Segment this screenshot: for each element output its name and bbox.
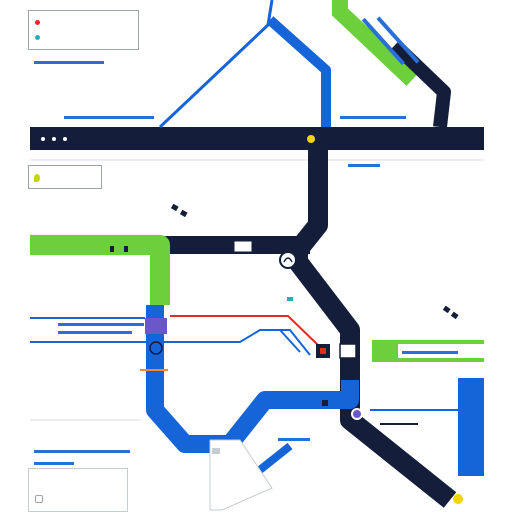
info-card-bottom[interactable] xyxy=(28,468,128,512)
wedge-icon xyxy=(212,448,220,454)
circle-arrow-icon[interactable] xyxy=(279,251,297,269)
blue-panel-right[interactable] xyxy=(458,378,484,476)
blue-line-south[interactable] xyxy=(146,305,359,453)
share-icon xyxy=(35,495,43,503)
navy-line-northeast[interactable] xyxy=(390,39,451,128)
teal-dot-icon xyxy=(35,35,40,40)
red-line[interactable] xyxy=(170,315,319,346)
red-dot-icon xyxy=(35,20,40,25)
teal-marker xyxy=(287,297,293,301)
blue-line-north[interactable] xyxy=(158,0,274,129)
green-line-west[interactable] xyxy=(30,235,170,305)
blue-thin-diagonal xyxy=(279,329,301,353)
small-markers xyxy=(110,203,459,406)
navy-bus-icon[interactable] xyxy=(233,240,253,253)
info-card-mid[interactable] xyxy=(28,165,102,189)
yellow-location-icon xyxy=(34,174,40,182)
info-card-top[interactable] xyxy=(28,10,139,50)
blue-line-east-vertical[interactable] xyxy=(266,16,331,127)
blue-station-ring[interactable] xyxy=(149,341,163,355)
green-line-northeast[interactable] xyxy=(332,0,418,86)
yellow-station-icon[interactable] xyxy=(307,135,315,143)
yellow-station-icon[interactable] xyxy=(453,494,463,504)
red-transfer-icon-inner xyxy=(320,348,326,354)
navy-trunk[interactable] xyxy=(288,150,457,508)
bottom-white-wedge xyxy=(209,439,273,511)
main-navy-band[interactable] xyxy=(30,127,484,150)
thin-blue-lines xyxy=(30,317,311,356)
circle-arrow-glyph xyxy=(283,257,293,263)
band-dots xyxy=(41,137,67,141)
navy-branch-west[interactable] xyxy=(150,236,310,254)
navy-transfer-icon[interactable] xyxy=(339,343,357,359)
purple-station-block[interactable] xyxy=(145,318,167,334)
map-guide-lines xyxy=(30,159,484,421)
purple-station-icon[interactable] xyxy=(351,408,363,420)
